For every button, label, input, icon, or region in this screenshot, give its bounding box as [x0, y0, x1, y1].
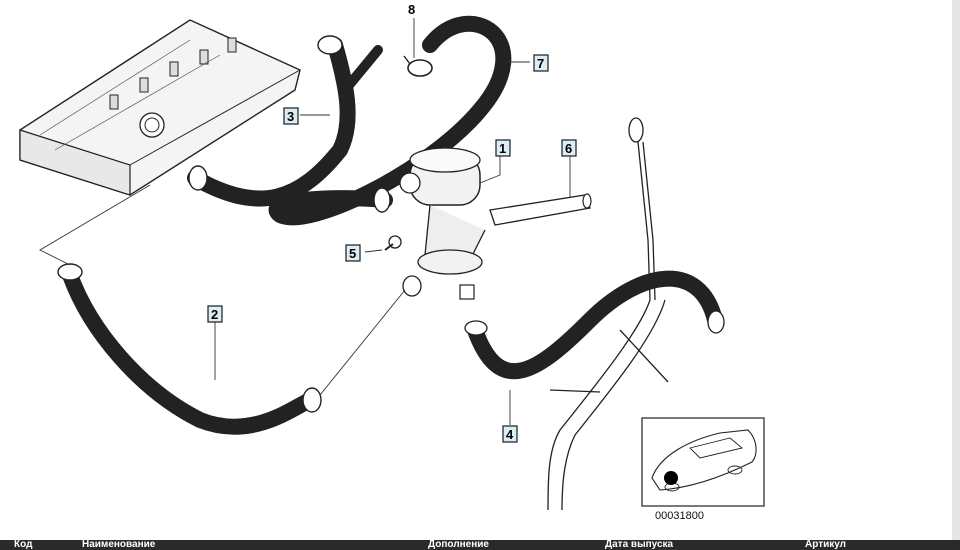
svg-text:6: 6	[565, 141, 572, 156]
callout-8[interactable]: 8	[408, 2, 415, 17]
oil-separator-1	[399, 147, 486, 300]
column-header-article[interactable]: Артикул	[805, 540, 847, 550]
pipe-6	[489, 193, 592, 226]
valve-cover	[19, 19, 301, 196]
diagram-reference-code: 00031800	[655, 510, 704, 522]
column-header-code[interactable]: Код	[14, 540, 33, 550]
callout-7[interactable]: 7	[533, 54, 549, 72]
screw-5	[384, 235, 402, 251]
svg-text:2: 2	[211, 307, 218, 322]
svg-text:3: 3	[287, 109, 294, 124]
svg-text:7: 7	[537, 56, 544, 71]
column-header-name[interactable]: Наименование	[82, 540, 156, 550]
svg-text:1: 1	[499, 141, 506, 156]
leader-lines	[39, 18, 571, 425]
column-header-release-date[interactable]: Дата выпуска	[605, 540, 674, 550]
dipstick	[547, 117, 669, 511]
callout-4[interactable]: 4	[502, 425, 518, 443]
hose-2	[57, 263, 322, 435]
callout-3[interactable]: 3	[283, 107, 299, 125]
hose-4	[464, 270, 725, 380]
callout-1[interactable]: 1	[495, 139, 511, 157]
callout-2[interactable]: 2	[207, 305, 223, 323]
location-marker-icon	[664, 471, 678, 485]
svg-text:4: 4	[506, 427, 514, 442]
scrollbar[interactable]	[952, 0, 960, 540]
column-header-addition[interactable]: Дополнение	[428, 540, 489, 550]
callout-5[interactable]: 5	[345, 244, 361, 262]
svg-text:8: 8	[408, 2, 415, 17]
hose-7	[268, 15, 512, 226]
svg-text:5: 5	[349, 246, 356, 261]
clamp-8	[403, 55, 433, 77]
hose-3	[187, 35, 383, 207]
parts-table-header: Код Наименование Дополнение Дата выпуска…	[0, 540, 960, 550]
callout-6[interactable]: 6	[561, 139, 577, 157]
vehicle-locator-inset	[641, 417, 765, 507]
